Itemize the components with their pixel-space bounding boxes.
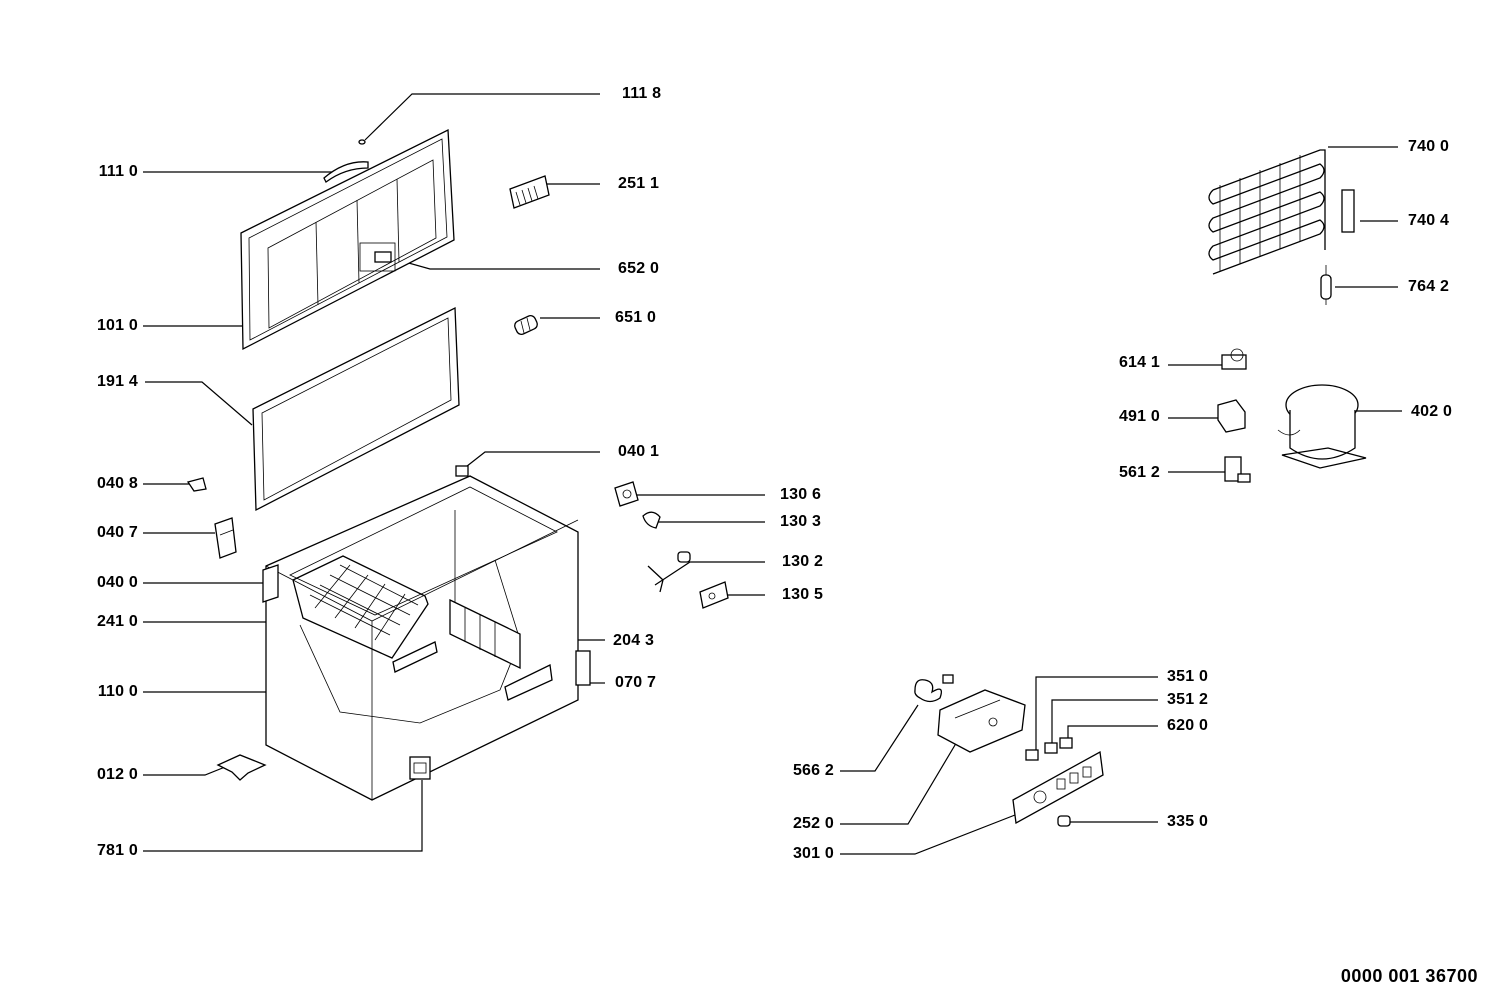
callout-compressor: 402 0	[1411, 403, 1453, 420]
foot-part	[216, 754, 267, 781]
callout-lock-cover: 130 5	[782, 586, 824, 603]
callout-divider: 204 3	[613, 632, 655, 649]
lock-cam-part	[642, 511, 661, 529]
condenser-part	[1208, 149, 1326, 275]
callout-lock-cam: 130 3	[780, 513, 822, 530]
callout-lid-handle-cap: 111 8	[622, 85, 662, 102]
vent-grille-part	[509, 175, 550, 209]
overload-relay-part	[1221, 348, 1247, 370]
lock-housing-part	[614, 481, 639, 507]
callout-foot: 012 0	[96, 766, 138, 783]
callout-hinge-block: 040 0	[96, 574, 138, 591]
callout-vent-grille: 251 1	[618, 175, 660, 192]
hinge-cover-part	[455, 465, 469, 477]
callout-control-panel: 301 0	[792, 845, 834, 862]
thermostat-part	[914, 674, 954, 703]
compressor-part	[1277, 384, 1367, 469]
callout-thermostat: 566 2	[792, 762, 834, 779]
capacitor-part	[1217, 399, 1246, 433]
callout-basket: 241 0	[96, 613, 138, 630]
callout-lamp: 651 0	[615, 309, 657, 326]
knob-part	[1057, 815, 1071, 827]
callout-hinge-clip: 040 8	[96, 475, 138, 492]
callout-lid-handle: 111 0	[98, 163, 138, 180]
callout-switch-2: 351 2	[1167, 691, 1209, 708]
hinge-part	[214, 517, 237, 559]
cabinet-part	[262, 475, 591, 801]
condenser-bracket-part	[1341, 189, 1355, 233]
callout-side-grille: 070 7	[615, 674, 657, 691]
lamp-part	[514, 315, 538, 335]
callout-knob: 335 0	[1167, 813, 1209, 830]
hinge-clip-part	[186, 477, 207, 492]
door-gasket-part	[252, 306, 460, 512]
drier-filter-part	[1320, 265, 1332, 305]
callout-indicator-lamp: 620 0	[1167, 717, 1209, 734]
callout-start-relay: 561 2	[1118, 464, 1160, 481]
indicator-lamp-part	[1059, 737, 1073, 749]
callout-capacitor: 491 0	[1118, 408, 1160, 425]
callout-switch: 351 0	[1167, 668, 1209, 685]
control-panel-part	[1012, 750, 1104, 825]
callout-lock-key: 130 2	[782, 553, 824, 570]
lid-handle-part	[323, 161, 369, 183]
start-relay-part	[1224, 456, 1251, 483]
control-box-part	[937, 689, 1026, 753]
callout-knob-housing: 781 0	[96, 842, 138, 859]
lid-handle-cap-part	[358, 139, 366, 145]
callout-gasket: 191 4	[96, 373, 138, 390]
lock-key-part	[647, 551, 691, 593]
callout-hinge: 040 7	[96, 524, 138, 541]
switch-part	[1025, 749, 1039, 761]
divider-part	[449, 598, 521, 670]
callout-condenser: 740 0	[1408, 138, 1450, 155]
callout-base-rail: 110 0	[97, 683, 138, 700]
lock-cover-part	[699, 581, 729, 609]
callout-lock-housing: 130 6	[780, 486, 822, 503]
switch-part-2	[1044, 742, 1058, 754]
document-number: 0000 001 36700	[1340, 966, 1478, 986]
callout-drier-filter: 764 2	[1408, 278, 1450, 295]
callout-lid-insert: 652 0	[618, 260, 660, 277]
callout-control-box: 252 0	[792, 815, 834, 832]
base-rail-part	[392, 641, 438, 673]
basket-part	[292, 555, 429, 659]
callout-overload-relay: 614 1	[1118, 354, 1160, 371]
callout-hinge-cover: 040 1	[618, 443, 660, 460]
callout-condenser-bracket: 740 4	[1408, 212, 1450, 229]
callout-lid: 101 0	[96, 317, 138, 334]
lid-part	[240, 128, 455, 351]
thermostat-knob-housing-part	[409, 756, 431, 780]
